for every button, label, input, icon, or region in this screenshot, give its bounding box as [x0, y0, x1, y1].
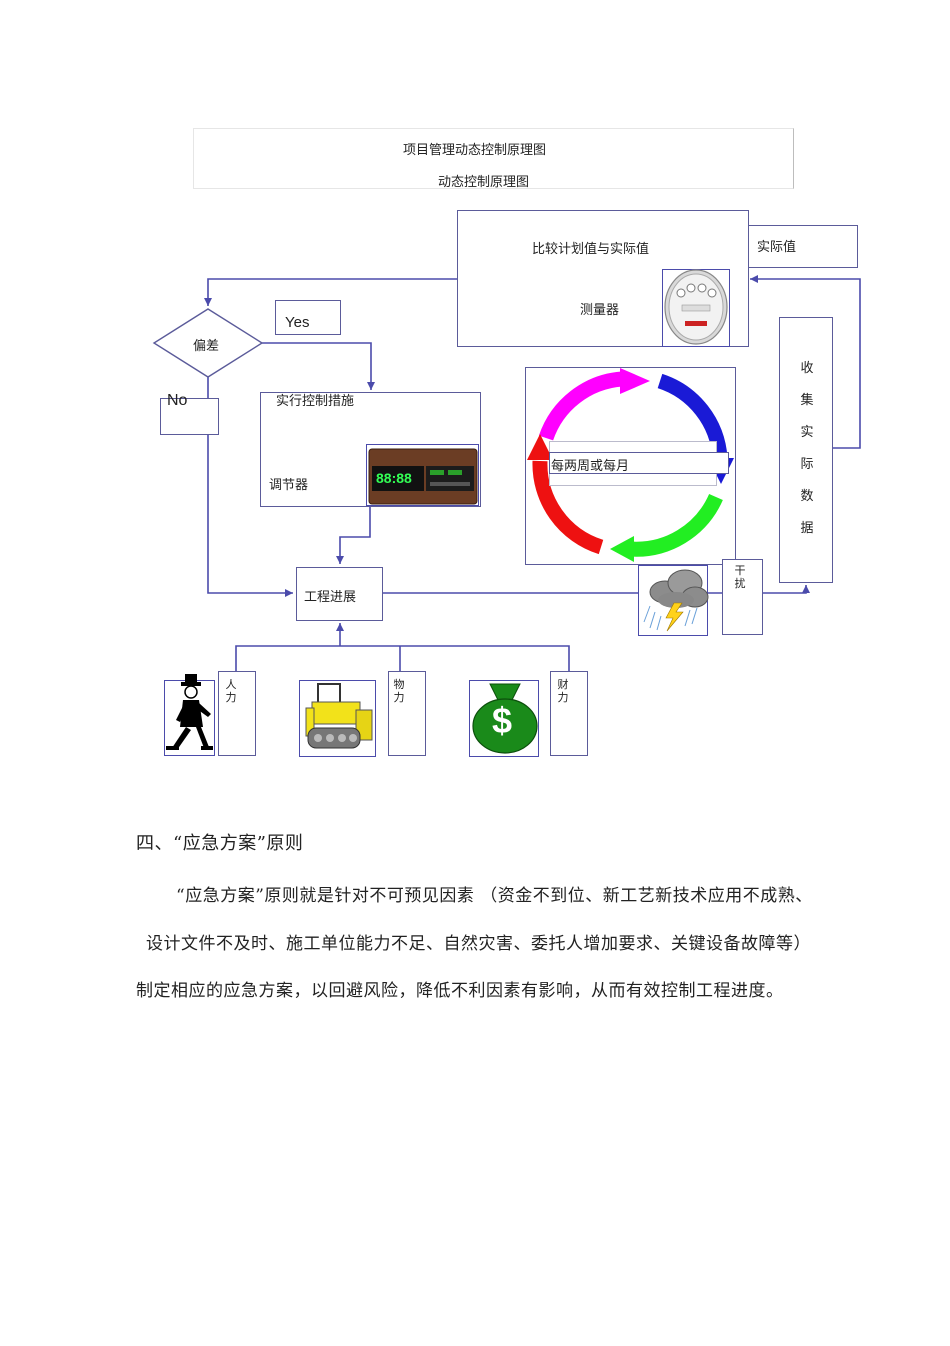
body-line-1: “应急方案”原则就是针对不可预见因素 （资金不到位、新工艺新技术应用不成熟、 — [176, 886, 813, 906]
control-measures-label: 实行控制措施 — [276, 394, 355, 409]
deviation-label: 偏差 — [193, 339, 220, 354]
regulator-clock-display: 88:88 — [376, 470, 412, 486]
manpower-image-frame — [164, 680, 215, 756]
diagram-subtitle: 动态控制原理图 — [438, 175, 530, 190]
material-char-2: 力 — [393, 691, 405, 704]
no-label: No — [167, 392, 188, 409]
material-label-box — [388, 671, 426, 756]
interference-box — [722, 559, 763, 635]
diagram-title: 项目管理动态控制原理图 — [403, 143, 547, 158]
collect-char-1: 收 — [800, 361, 814, 376]
finance-char-1: 财 — [557, 678, 569, 691]
manpower-char-2: 力 — [225, 691, 237, 704]
collect-char-4: 际 — [800, 457, 814, 472]
interference-char-1: 干 — [734, 564, 746, 577]
collect-char-5: 数 — [800, 489, 814, 504]
finance-char-2: 力 — [557, 691, 569, 704]
diagram-caption-frame — [193, 128, 794, 189]
collect-char-6: 据 — [800, 521, 814, 536]
manpower-label-box — [218, 671, 256, 756]
money-symbol: $ — [492, 700, 513, 741]
no-box — [160, 398, 219, 435]
compare-label: 比较计划值与实际值 — [532, 242, 650, 257]
material-char-1: 物 — [393, 678, 405, 691]
progress-label: 工程进展 — [304, 590, 357, 605]
interference-char-2: 扰 — [734, 577, 746, 590]
progress-box — [296, 567, 383, 621]
regulator-label: 调节器 — [269, 478, 309, 493]
finance-label-box — [550, 671, 588, 756]
storm-frame — [638, 565, 708, 636]
collect-char-3: 实 — [800, 425, 814, 440]
cycle-label-inner — [549, 452, 729, 474]
manpower-char-1: 人 — [225, 678, 237, 691]
meter-frame — [662, 269, 730, 347]
yes-label: Yes — [285, 314, 310, 331]
actual-value-box — [748, 225, 858, 268]
body-line-2: 设计文件不及时、施工单位能力不足、自然灾害、委托人增加要求、关键设备故障等） — [146, 934, 811, 954]
meter-label: 测量器 — [580, 303, 620, 318]
collect-data-box — [779, 317, 833, 583]
body-line-3: 制定相应的应急方案，以回避风险，降低不利因素有影响，从而有效控制工程进度。 — [136, 981, 784, 1001]
material-image-frame — [299, 680, 376, 757]
actual-value-label: 实际值 — [757, 240, 797, 255]
section-heading: 四、“应急方案”原则 — [136, 833, 304, 854]
yes-box — [275, 300, 341, 335]
cycle-label: 每两周或每月 — [551, 459, 630, 474]
collect-char-2: 集 — [800, 393, 814, 408]
